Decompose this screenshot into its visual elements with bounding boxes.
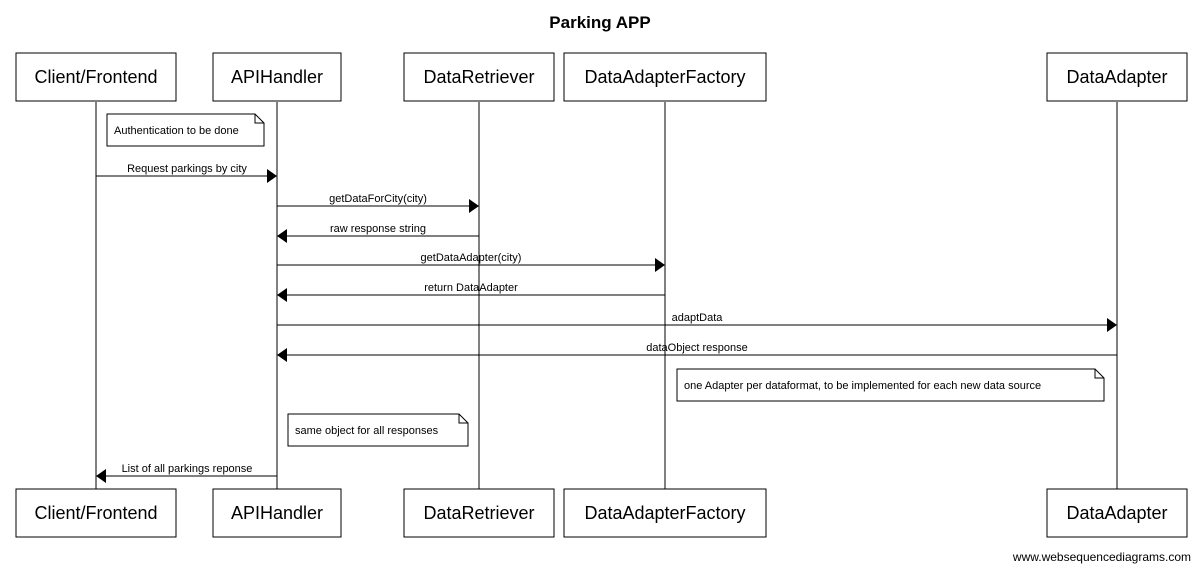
message-list-of-parkings: List of all parkings reponse [96,463,277,483]
participant-client-top: Client/Frontend [15,52,177,102]
participant-retriever-top: DataRetriever [403,52,555,102]
message-label: getDataAdapter(city) [421,252,522,264]
message-get-data-for-city: getDataForCity(city) [277,193,479,213]
note-adapter-per-format: one Adapter per dataformat, to be implem… [676,368,1105,402]
participant-api-top: APIHandler [212,52,342,102]
footer-watermark: www.websequencediagrams.com [1012,550,1191,564]
participant-label: APIHandler [231,67,323,87]
participants-top: Client/Frontend APIHandler DataRetriever… [15,52,1188,102]
participant-label: Client/Frontend [34,503,157,523]
participant-adapter-top: DataAdapter [1046,52,1188,102]
note-text: Authentication to be done [114,125,239,137]
participant-label: DataRetriever [423,67,534,87]
participant-label: DataAdapterFactory [584,503,745,523]
message-label: List of all parkings reponse [122,463,253,475]
note-authentication: Authentication to be done [106,113,265,147]
participant-client-bottom: Client/Frontend [15,488,177,538]
participant-factory-bottom: DataAdapterFactory [563,488,767,538]
message-adapt-data: adaptData [277,312,1117,332]
note-same-object: same object for all responses [287,413,469,447]
participants-bottom: Client/Frontend APIHandler DataRetriever… [15,488,1188,538]
participant-label: APIHandler [231,503,323,523]
message-label: raw response string [330,223,426,235]
message-label: Request parkings by city [127,163,247,175]
message-label: dataObject response [646,342,748,354]
message-request-parkings: Request parkings by city [96,163,277,183]
messages: Request parkings by city getDataForCity(… [96,163,1117,483]
message-label: adaptData [672,312,724,324]
note-text: same object for all responses [295,425,439,437]
message-label: getDataForCity(city) [329,193,427,205]
participant-label: DataAdapter [1066,67,1167,87]
message-data-object-response: dataObject response [277,342,1117,362]
participant-api-bottom: APIHandler [212,488,342,538]
participant-adapter-bottom: DataAdapter [1046,488,1188,538]
participant-label: DataAdapter [1066,503,1167,523]
message-label: return DataAdapter [424,282,518,294]
participant-retriever-bottom: DataRetriever [403,488,555,538]
participant-label: DataAdapterFactory [584,67,745,87]
participant-label: Client/Frontend [34,67,157,87]
message-get-data-adapter: getDataAdapter(city) [277,252,665,272]
message-raw-response: raw response string [277,223,479,243]
participant-label: DataRetriever [423,503,534,523]
message-return-data-adapter: return DataAdapter [277,282,665,302]
diagram-title: Parking APP [549,13,650,32]
participant-factory-top: DataAdapterFactory [563,52,767,102]
note-text: one Adapter per dataformat, to be implem… [684,380,1041,392]
